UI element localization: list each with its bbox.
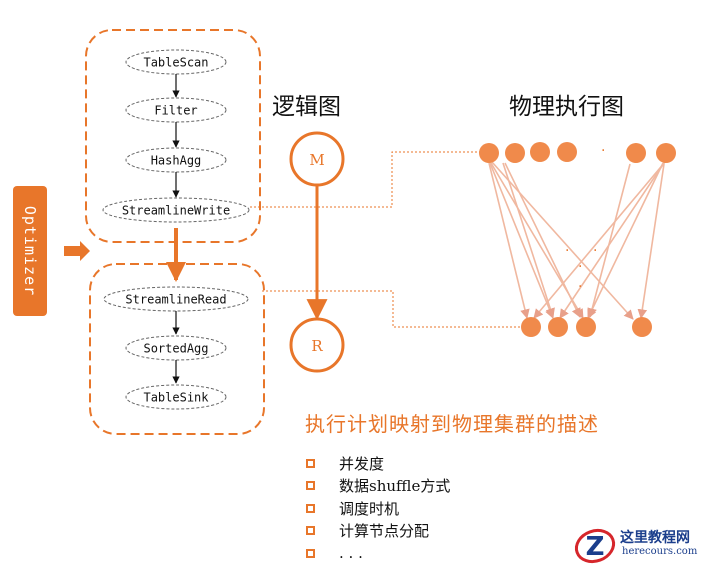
optimizer-tab: Optimizer	[13, 186, 47, 316]
physical-node	[557, 142, 577, 162]
physical-node	[505, 143, 525, 163]
logical-node-m: M	[289, 131, 345, 187]
reduce-node-sortedagg: SortedAgg	[125, 335, 227, 361]
reduce-node-streamlineread-label: StreamlineRead	[125, 293, 226, 307]
physical-node	[576, 317, 596, 337]
logical-node-r-label: R	[311, 337, 323, 355]
map-node-tablescan-label: TableScan	[143, 56, 208, 70]
physical-top-nodes	[479, 142, 676, 163]
physical-ellipsis-mid-1: .	[565, 239, 569, 255]
map-node-tablescan: TableScan	[125, 49, 227, 75]
list-item: 数据shuffle方式	[306, 475, 450, 498]
watermark-main-text: 这里教程网	[620, 530, 690, 546]
checkbox-icon	[306, 526, 315, 536]
physical-ellipsis-top: .	[601, 139, 605, 155]
list-item: 并发度	[306, 452, 450, 475]
map-node-hashagg: HashAgg	[125, 147, 227, 173]
physical-node	[521, 317, 541, 337]
reduce-node-sortedagg-label: SortedAgg	[143, 342, 208, 356]
watermark-logo: Z 这里教程网 herecours.com	[572, 524, 720, 568]
map-node-streamlinewrite: StreamlineWrite	[102, 197, 250, 223]
logical-node-r: R	[289, 317, 345, 373]
physical-node	[530, 142, 550, 162]
map-node-filter-label: Filter	[154, 104, 197, 118]
map-node-filter: Filter	[125, 97, 227, 123]
physical-node	[626, 143, 646, 163]
optimizer-label: Optimizer	[21, 206, 39, 296]
list-item: 计算节点分配	[306, 520, 450, 543]
reduce-node-tablesink: TableSink	[125, 384, 227, 410]
physical-node	[632, 317, 652, 337]
list-item-label: 数据shuffle方式	[339, 477, 451, 496]
physical-bottom-nodes	[521, 317, 652, 337]
physical-node	[656, 143, 676, 163]
physical-edges	[488, 161, 666, 320]
list-item-label: 计算节点分配	[339, 522, 430, 541]
checkbox-icon	[306, 481, 315, 491]
physical-node	[548, 317, 568, 337]
list-item-label: 调度时机	[339, 499, 400, 518]
watermark-z-icon: Z	[574, 528, 616, 564]
reduce-node-streamlineread: StreamlineRead	[103, 286, 249, 312]
checkbox-icon	[306, 503, 315, 513]
svg-text:Z: Z	[586, 532, 605, 562]
watermark-sub-text: herecours.com	[622, 546, 698, 557]
checkbox-icon	[306, 548, 315, 558]
logical-graph-title: 逻辑图	[272, 94, 341, 120]
reduce-to-physical-connector	[262, 290, 520, 328]
list-item: . . .	[306, 542, 450, 565]
reduce-node-tablesink-label: TableSink	[143, 391, 209, 405]
checkbox-icon	[306, 458, 315, 468]
optimizer-arrow	[64, 241, 90, 261]
list-item-label: 并发度	[339, 454, 385, 473]
physical-node	[479, 143, 499, 163]
mapping-subtitle: 执行计划映射到物理集群的描述	[305, 412, 599, 436]
feature-list: 并发度 数据shuffle方式 调度时机 计算节点分配 . . .	[306, 452, 450, 565]
map-to-physical-connector	[250, 151, 480, 208]
map-stage-box	[85, 29, 261, 243]
physical-ellipsis-mid-2: .	[593, 239, 597, 255]
physical-ellipsis-mid-3: .	[578, 255, 582, 271]
list-item: 调度时机	[306, 497, 450, 520]
map-node-streamlinewrite-label: StreamlineWrite	[122, 204, 230, 218]
physical-ellipsis-mid-4: .	[578, 275, 582, 291]
map-node-hashagg-label: HashAgg	[151, 154, 202, 168]
logical-node-m-label: M	[309, 151, 324, 169]
physical-graph-title: 物理执行图	[509, 94, 624, 120]
list-item-label: . . .	[339, 544, 363, 563]
